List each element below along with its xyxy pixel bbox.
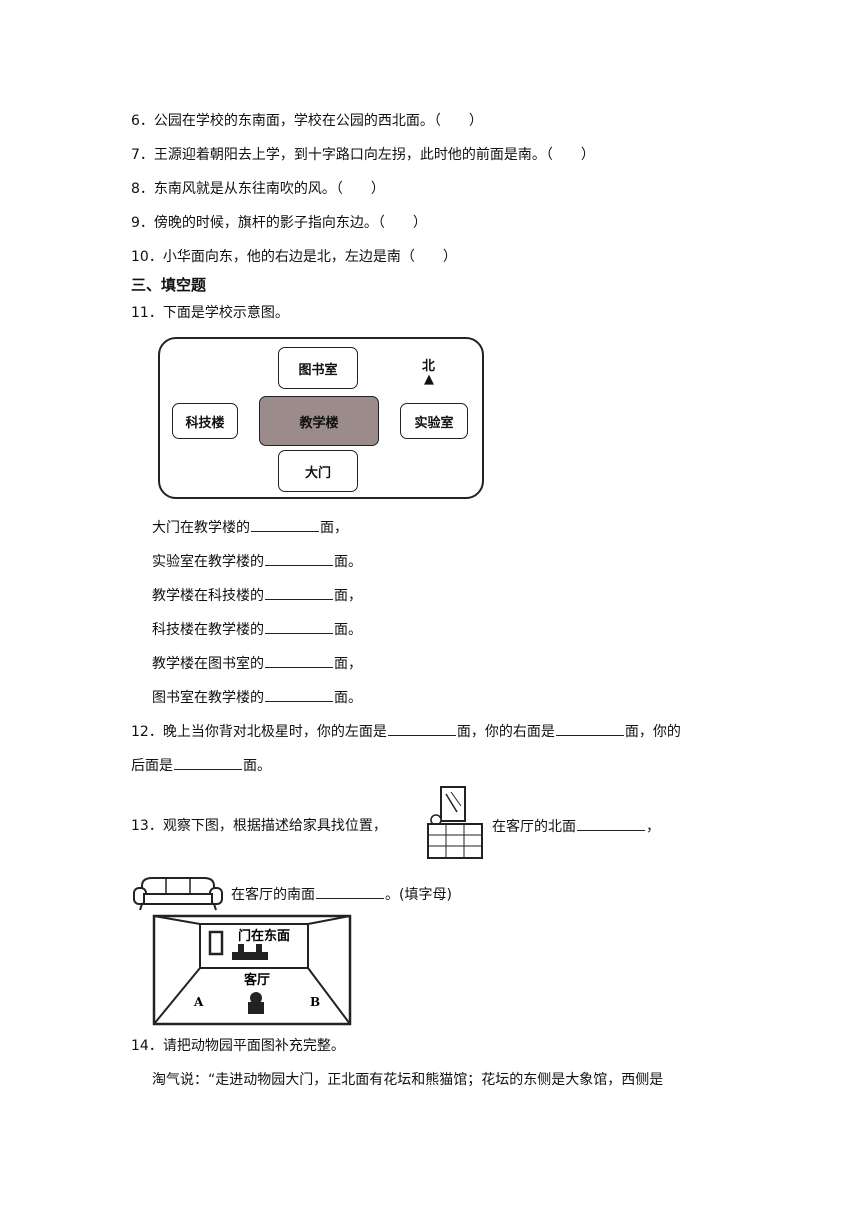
library-box: 图书室 — [278, 347, 358, 389]
living-room-figure: 门在东面 客厅 A B — [152, 914, 352, 1026]
q14-prompt: 14．请把动物园平面图补充完整。 — [131, 1038, 345, 1054]
position-a-label: A — [193, 995, 204, 1009]
q12-line1: 12．晚上当你背对北极星时，你的左面是面，你的右面是面，你的 — [131, 721, 681, 742]
answer-blank[interactable] — [174, 755, 242, 770]
answer-blank[interactable] — [265, 551, 333, 566]
q14-text: 淘气说：“走进动物园大门，正北面有花坛和熊猫馆；花坛的东侧是大象馆，西侧是 — [152, 1072, 664, 1088]
q11-sentence: 大门在教学楼的面， — [152, 517, 348, 538]
sofa-icon — [133, 877, 223, 911]
q13-prompt: 13．观察下图，根据描述给家具找位置， — [131, 818, 387, 834]
q11-sentence: 科技楼在教学楼的面。 — [152, 619, 362, 640]
question-8: 8．东南风就是从东往南吹的风。（） — [131, 181, 385, 197]
answer-blank[interactable] — [316, 884, 384, 899]
question-number: 8 — [131, 181, 140, 197]
q11-sentence: 实验室在教学楼的面。 — [152, 551, 362, 572]
question-number: 10 — [131, 249, 149, 265]
section-title: 三、填空题 — [131, 276, 207, 294]
q11-sentence: 教学楼在图书室的面， — [152, 653, 362, 674]
gate-box: 大门 — [278, 450, 358, 492]
answer-blank[interactable] — [265, 653, 333, 668]
q11-prompt: 11．下面是学校示意图。 — [131, 305, 289, 321]
teaching-building-box: 教学楼 — [259, 396, 379, 446]
school-map: 图书室 教学楼 科技楼 实验室 大门 北 ▲ — [158, 337, 484, 499]
north-label: 北 — [422, 359, 436, 374]
q13-south-line: 在客厅的南面。(填字母) — [231, 884, 452, 905]
question-number: 9 — [131, 215, 140, 231]
question-6: 6．公园在学校的东南面，学校在公园的西北面。（） — [131, 113, 483, 129]
door-label: 门在东面 — [238, 928, 290, 944]
question-7: 7．王源迎着朝阳去上学，到十字路口向左拐，此时他的前面是南。（） — [131, 147, 595, 163]
tech-building-box: 科技楼 — [172, 403, 238, 439]
question-number: 6 — [131, 113, 140, 129]
answer-blank[interactable] — [251, 517, 319, 532]
answer-blank[interactable] — [265, 619, 333, 634]
question-10: 10．小华面向东，他的右边是北，左边是南（） — [131, 249, 457, 265]
question-text: 傍晚的时候，旗杆的影子指向东边。（ — [153, 215, 385, 231]
lab-box: 实验室 — [400, 403, 468, 439]
question-text: 东南风就是从东往南吹的风。（ — [153, 181, 343, 197]
room-label: 客厅 — [244, 972, 270, 988]
dresser-icon — [427, 786, 483, 859]
position-b-label: B — [310, 995, 320, 1009]
question-text: 公园在学校的东南面，学校在公园的西北面。（ — [153, 113, 441, 129]
question-number: 7 — [131, 147, 140, 163]
answer-blank[interactable] — [577, 816, 645, 831]
q11-sentence: 图书室在教学楼的面。 — [152, 687, 362, 708]
q13-north-line: 在客厅的北面， — [492, 816, 660, 837]
q12-line2: 后面是面。 — [131, 755, 271, 776]
north-arrow-icon: ▲ — [424, 372, 434, 387]
question-9: 9．傍晚的时候，旗杆的影子指向东边。（） — [131, 215, 427, 231]
answer-blank[interactable] — [265, 585, 333, 600]
question-text: 王源迎着朝阳去上学，到十字路口向左拐，此时他的前面是南。（ — [153, 147, 553, 163]
answer-blank[interactable] — [265, 687, 333, 702]
answer-blank[interactable] — [555, 721, 624, 736]
q11-sentence: 教学楼在科技楼的面， — [152, 585, 362, 606]
question-text: 小华面向东，他的右边是北，左边是南（ — [162, 249, 415, 265]
answer-blank[interactable] — [387, 721, 456, 736]
